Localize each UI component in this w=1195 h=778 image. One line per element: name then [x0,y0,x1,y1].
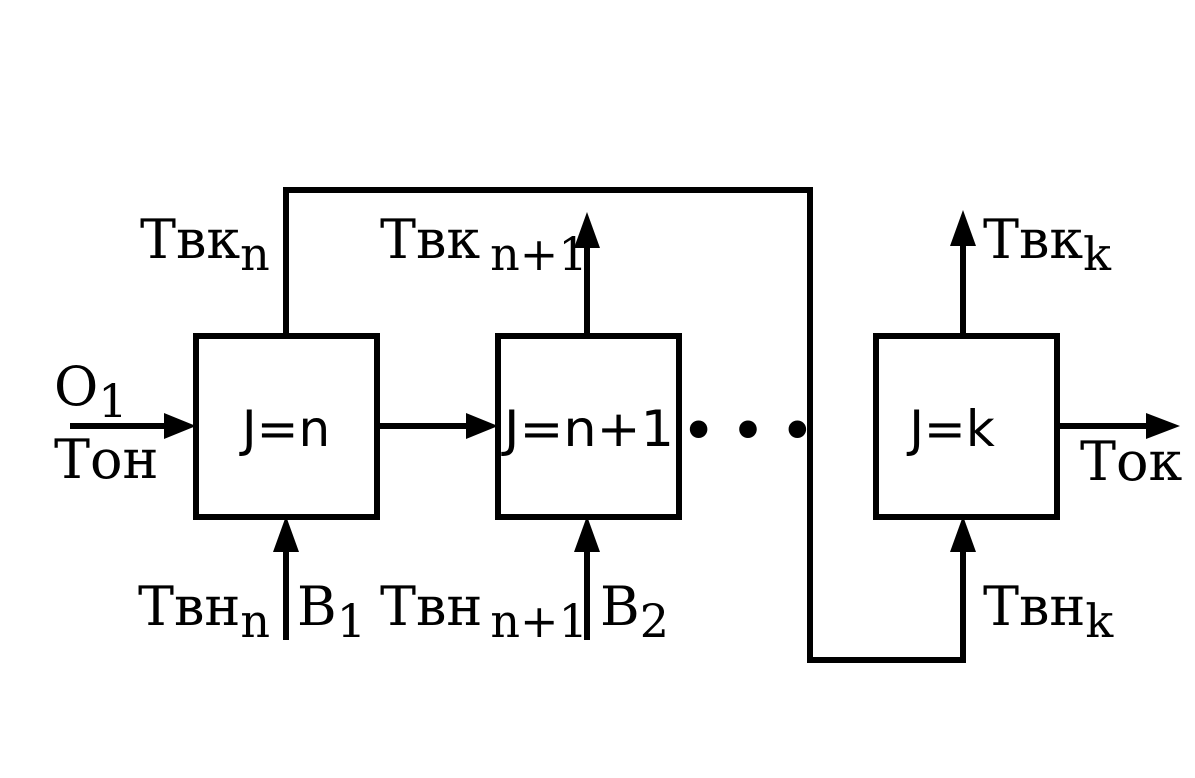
block-k-label: J=k [906,400,995,458]
block-n1-label: J=n+1 [501,400,674,458]
input-o-label: O1 [54,355,128,428]
block-n-box [193,333,380,520]
tvn-k-arrow-head [950,516,976,552]
feedback-wire [283,187,966,663]
b1-label: B1 [297,575,366,648]
tvk-n-label: Твкn [140,208,270,281]
b2-label: B2 [600,575,669,648]
tvn-n1-arrow-head [574,516,600,552]
input-arrow-head [164,413,196,439]
tvn-n-label: Твнn [138,575,270,648]
tvn-n-arrow-head [273,516,299,552]
block-n1: J=n+1 [495,333,682,520]
block-n1-box [495,333,682,520]
tvk-k-arrow-head [950,210,976,246]
input-t-label: Тон [54,428,159,491]
tvk-n1-arrow-head [574,212,600,248]
tvn-k-label: Твнk [983,575,1114,648]
tvk-k-label: Твкk [983,208,1112,281]
block-k: J=k [873,333,1060,520]
output-arrow-head [1146,413,1180,439]
output-t-label: Ток [1080,430,1183,493]
block-n-label: J=n [239,400,330,458]
ellipsis: • • • [683,402,814,460]
link-arrow-head [466,413,498,439]
block-k-box [873,333,1060,520]
block-n: J=n [193,333,380,520]
